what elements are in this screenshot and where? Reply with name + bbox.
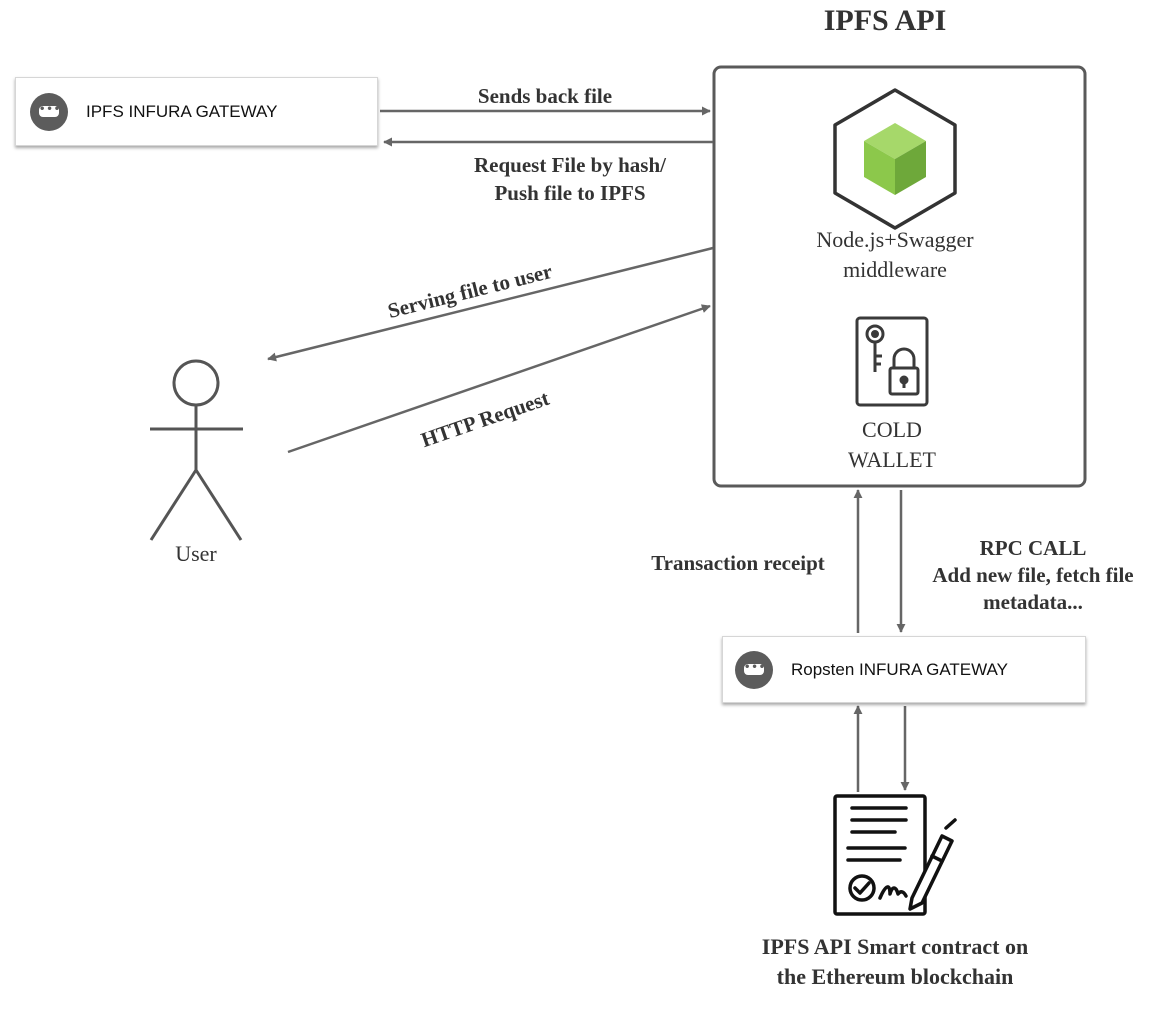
more-dots-icon: •••: [30, 92, 68, 131]
signed-contract-icon: [833, 794, 957, 916]
middleware-label-line2: middleware: [843, 257, 947, 282]
contract-label-line2: the Ethereum blockchain: [776, 964, 1014, 989]
contract-label-line1: IPFS API Smart contract on: [761, 934, 1029, 959]
rpc-call-label-line3: metadata...: [983, 590, 1083, 614]
request-file-label-line2: Push file to IPFS: [494, 181, 646, 205]
transaction-receipt-label: Transaction receipt: [651, 551, 825, 575]
middleware-label-line1: Node.js+Swagger: [816, 227, 974, 252]
diagram-title: IPFS API: [823, 4, 947, 37]
nodejs-cube-icon: [833, 88, 957, 230]
serving-file-arrow: [267, 246, 714, 362]
stick-figure-icon: [149, 359, 243, 541]
more-dots-icon: •••: [735, 650, 773, 689]
request-file-label-line1: Request File by hash/: [474, 153, 666, 177]
ropsten-gateway-label: Ropsten INFURA GATEWAY: [791, 659, 1008, 679]
cold-wallet-label-line1: COLD: [862, 417, 922, 442]
ipfs-infura-gateway-node: ••• IPFS INFURA GATEWAY: [15, 77, 378, 146]
key-lock-icon: [855, 316, 929, 407]
cold-wallet-label-line2: WALLET: [848, 447, 936, 472]
api-box: [712, 65, 1087, 488]
http-request-arrow: [287, 304, 711, 454]
rpc-call-label-line1: RPC CALL: [979, 536, 1087, 560]
ipfs-gateway-label: IPFS INFURA GATEWAY: [86, 101, 278, 121]
ropsten-infura-gateway-node: ••• Ropsten INFURA GATEWAY: [722, 636, 1086, 703]
user-label: User: [175, 541, 217, 566]
sends-back-file-label: Sends back file: [477, 84, 613, 108]
rpc-call-label-line2: Add new file, fetch file: [932, 563, 1134, 587]
